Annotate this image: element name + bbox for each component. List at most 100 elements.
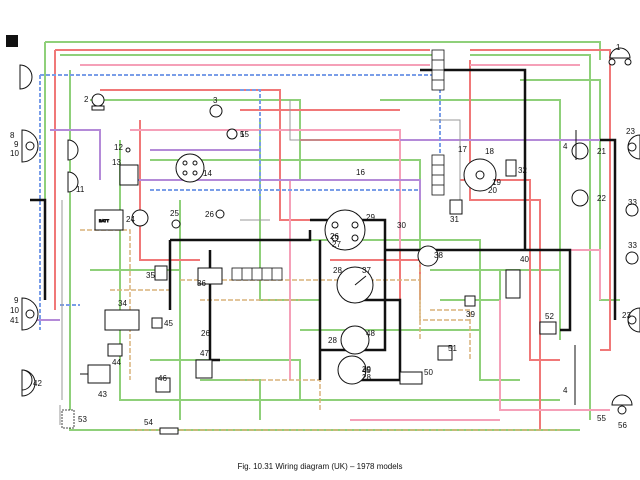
label-41: 41: [10, 316, 19, 325]
component-horns: [67, 139, 79, 193]
component-box-32: [505, 159, 517, 177]
component-distributor-27: [324, 209, 366, 251]
label-38: 38: [434, 251, 443, 260]
component-headlamp-left-upper: [21, 129, 39, 163]
label-20: 20: [488, 186, 497, 195]
label-37: 37: [362, 266, 371, 275]
label-10-lower: 10: [10, 306, 19, 315]
label-53: 53: [78, 415, 87, 424]
component-box-36: [197, 267, 223, 285]
component-box-50-51: [399, 345, 453, 385]
label-4-lower: 4: [563, 386, 568, 395]
label-19: 19: [492, 178, 501, 187]
label-32: 32: [518, 166, 527, 175]
label-50: 50: [424, 368, 433, 377]
connector-block-lower: [231, 267, 283, 281]
component-headlamp-left-lower: [21, 297, 39, 331]
label-9-lower: 9: [14, 296, 19, 305]
component-labels: 1 2 3 4 4 5 8 9 10 9 10 41 11 12 13 14 1…: [10, 43, 637, 430]
label-54: 54: [144, 418, 153, 427]
component-rear-lamps-33: [625, 203, 639, 265]
label-15: 15: [240, 130, 249, 139]
label-24: 24: [126, 215, 135, 224]
component-sensor-26: [215, 209, 225, 219]
label-39: 39: [466, 310, 475, 319]
label-36: 36: [197, 279, 206, 288]
label-4-upper: 4: [563, 142, 568, 151]
label-26-mid: 26: [330, 232, 339, 241]
label-44: 44: [112, 358, 121, 367]
label-56: 56: [618, 421, 627, 430]
connector-block-upper: [431, 49, 445, 91]
label-51: 51: [448, 344, 457, 353]
component-rear-lamp-23-lower: [627, 307, 640, 333]
label-40: 40: [520, 255, 529, 264]
label-10-upper: 10: [10, 149, 19, 158]
wire-loom-blue: [39, 74, 441, 330]
label-28-bottom: 28: [362, 373, 371, 382]
component-box-34: [104, 309, 140, 331]
component-switch-12-13: [119, 147, 139, 186]
label-5: 5: [240, 130, 245, 139]
label-13: 13: [112, 158, 121, 167]
component-sensor-25: [171, 219, 181, 229]
label-52: 52: [545, 312, 554, 321]
label-17: 17: [458, 145, 467, 154]
label-16: 16: [356, 168, 365, 177]
label-46: 46: [158, 374, 167, 383]
component-gauge-38: [417, 245, 439, 267]
component-box-47: [195, 359, 213, 379]
label-45: 45: [164, 319, 173, 328]
label-26-lower: 26: [201, 329, 210, 338]
component-flasher-3: [209, 104, 223, 118]
corner-marker: [6, 35, 18, 47]
label-47: 47: [200, 349, 209, 358]
label-3: 3: [213, 96, 218, 105]
label-34: 34: [118, 299, 127, 308]
label-9-upper: 9: [14, 140, 19, 149]
label-35: 35: [146, 271, 155, 280]
label-11: 11: [76, 185, 85, 194]
component-switch-46: [155, 377, 171, 393]
label-29-upper: 29: [366, 213, 375, 222]
label-33-upper: 33: [628, 198, 637, 207]
label-22: 22: [597, 194, 606, 203]
label-42: 42: [33, 379, 42, 388]
label-25: 25: [170, 209, 179, 218]
component-fuse-block-14: [175, 153, 205, 183]
component-box-52: [539, 321, 557, 335]
label-14: 14: [203, 169, 212, 178]
connector-block-middle: [431, 154, 445, 196]
component-rear-lamp-23-upper: [627, 134, 640, 160]
component-number-plate-lamp-1: [608, 47, 632, 66]
component-lamp-22: [571, 189, 589, 207]
label-23-upper: 23: [626, 127, 635, 136]
component-gauge-37: [336, 266, 374, 304]
label-8: 8: [10, 131, 15, 140]
component-battery: BATT: [94, 209, 124, 231]
battery-label: BATT: [99, 218, 109, 223]
component-bulb-53: [61, 409, 75, 429]
label-26-upper: 26: [205, 210, 214, 219]
label-48: 48: [366, 329, 375, 338]
wire-loom-grey: [59, 100, 461, 425]
label-31: 31: [450, 215, 459, 224]
label-29-lower: 29: [362, 365, 371, 374]
label-49: 49: [362, 366, 371, 375]
component-box-45: [151, 317, 163, 329]
component-box-54: [159, 427, 179, 435]
component-starter-24: [131, 209, 149, 227]
label-27: 27: [332, 240, 341, 249]
wire-loom-purple: [30, 129, 600, 321]
component-box-40: [505, 269, 521, 299]
component-box-35: [154, 265, 168, 281]
component-box-39: [464, 295, 476, 307]
component-lamp-55-56: [611, 394, 633, 415]
figure-caption: Fig. 10.31 Wiring diagram (UK) – 1978 mo…: [237, 462, 403, 471]
component-wiper-motor-18: [463, 158, 497, 192]
component-switch-15: [226, 128, 238, 140]
component-switch-44: [107, 343, 123, 357]
label-28-upper: 28: [333, 266, 342, 275]
label-12: 12: [114, 143, 123, 152]
component-gauge-48-49: [337, 325, 370, 385]
